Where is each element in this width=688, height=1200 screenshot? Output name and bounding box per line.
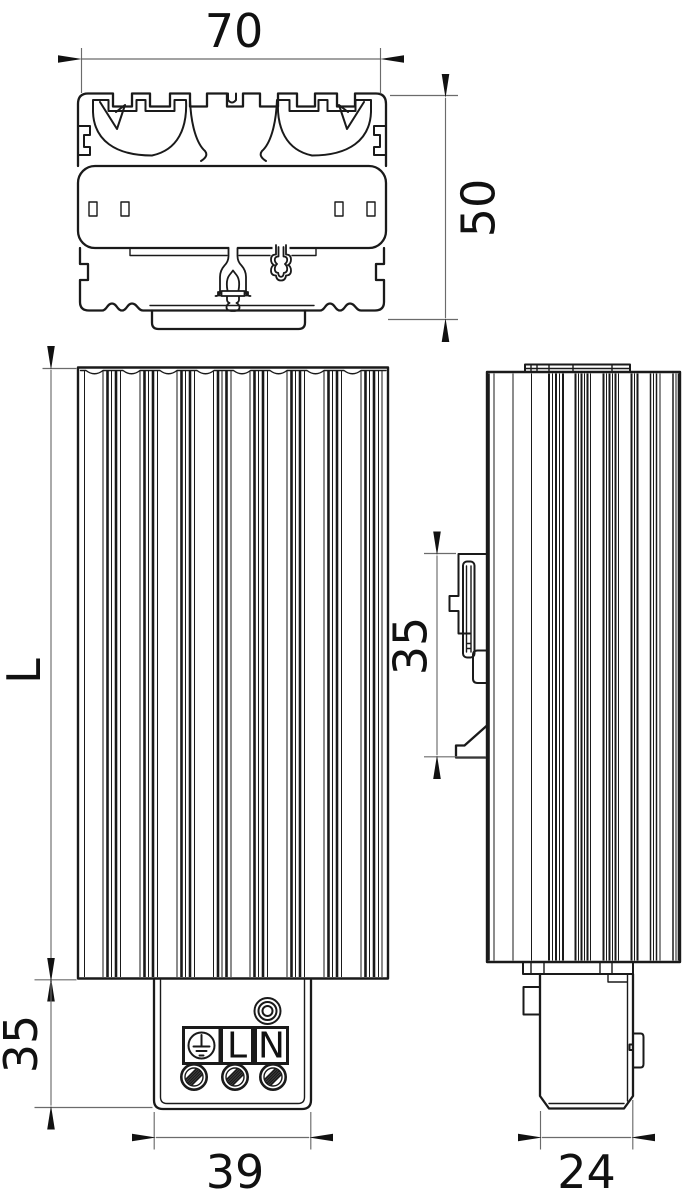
terminal-screw-icon (180, 1063, 209, 1092)
dim-text-length: L (0, 658, 51, 684)
terminal-neutral-label: N (258, 1026, 285, 1067)
heater-core-housing (76, 164, 388, 250)
dim-text-height: 50 (452, 179, 506, 238)
fin-tips-scallop-edge (79, 369, 387, 375)
profile-side-notches (77, 92, 387, 156)
top-section-view (76, 92, 388, 331)
din-latch-keyhole (214, 247, 252, 312)
side-fins (487, 373, 680, 961)
terminal-block-outline (152, 978, 313, 1111)
dim-text-terminal-width: 39 (206, 1145, 265, 1199)
terminal-screw-icon (258, 1063, 287, 1092)
housing-vent-slots (88, 201, 376, 217)
mounting-cavity-right (276, 99, 372, 157)
screw-port-slot (270, 244, 292, 282)
terminal-screws (180, 1063, 287, 1092)
clip-lower-hook (454, 724, 489, 759)
terminal-screw-icon (221, 1063, 250, 1092)
side-top-cap (524, 363, 631, 373)
din-rail-clip (448, 553, 489, 759)
din-rail-plate (150, 309, 307, 331)
front-fins (84, 371, 383, 977)
clip-upper-bracket (448, 553, 488, 635)
dim-text-width: 70 (205, 4, 264, 58)
heatsink-cross-section-outline (76, 92, 388, 168)
mounting-cavity-left (92, 99, 188, 157)
front-body-outline (76, 366, 390, 980)
side-left-tab (522, 986, 541, 1016)
terminal-block-side-outline (538, 972, 635, 1110)
terminal-block-side-inner (548, 973, 629, 1105)
front-view: L N (76, 366, 390, 1111)
dim-text-din-clip: 35 (384, 617, 438, 676)
clip-mid-stop (472, 649, 488, 684)
dim-text-depth: 24 (557, 1145, 616, 1199)
dim-text-terminal-height: 35 (0, 1015, 48, 1074)
concentric-rings-icon (253, 997, 282, 1025)
terminal-line-label: L (227, 1026, 247, 1067)
dimensions: 70 50 L 35 39 35 24 (0, 4, 655, 1199)
bottom-ledge-lines (129, 247, 317, 307)
terminal-label-boxes (182, 1026, 289, 1065)
clip-leaf-spring (462, 560, 476, 659)
side-right-clip-tab (628, 1032, 645, 1069)
terminal-block-inner-edge (159, 979, 306, 1105)
protective-earth-icon (187, 1031, 216, 1060)
cavity-barb-right (338, 101, 365, 130)
cavity-barb-left (99, 101, 126, 130)
center-channel-walls (189, 99, 278, 162)
side-view (448, 363, 682, 1110)
extension-lines (34, 48, 634, 1150)
side-bottom-cap (522, 961, 634, 975)
